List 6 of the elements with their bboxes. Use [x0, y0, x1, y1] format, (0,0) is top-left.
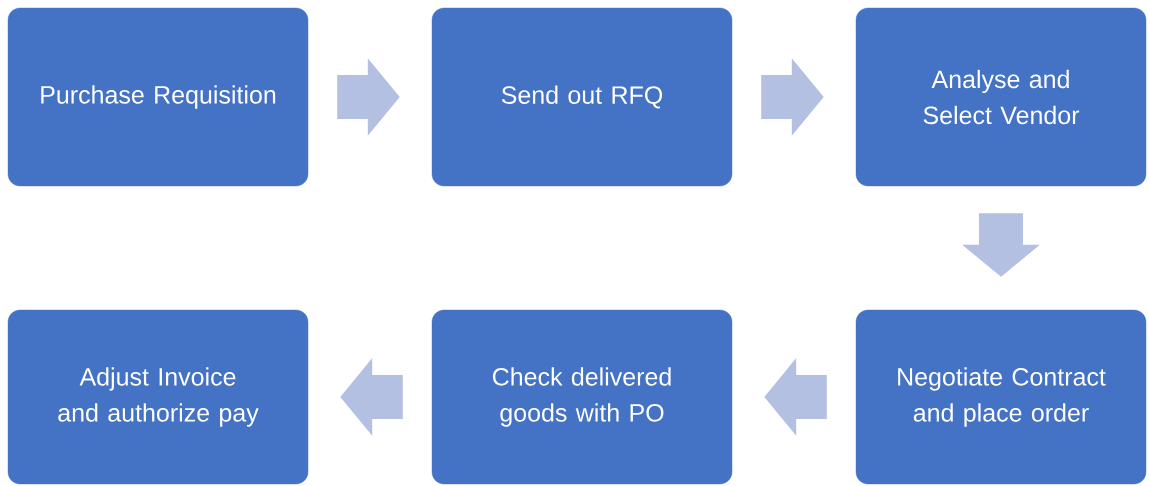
process-box: Negotiate Contract and place order [855, 309, 1147, 485]
process-box: Send out RFQ [431, 7, 733, 187]
process-box: Check delivered goods with PO [431, 309, 733, 485]
process-box: Purchase Requisition [7, 7, 309, 187]
process-box: Adjust Invoice and authorize pay [7, 309, 309, 485]
process-box: Analyse and Select Vendor [855, 7, 1147, 187]
